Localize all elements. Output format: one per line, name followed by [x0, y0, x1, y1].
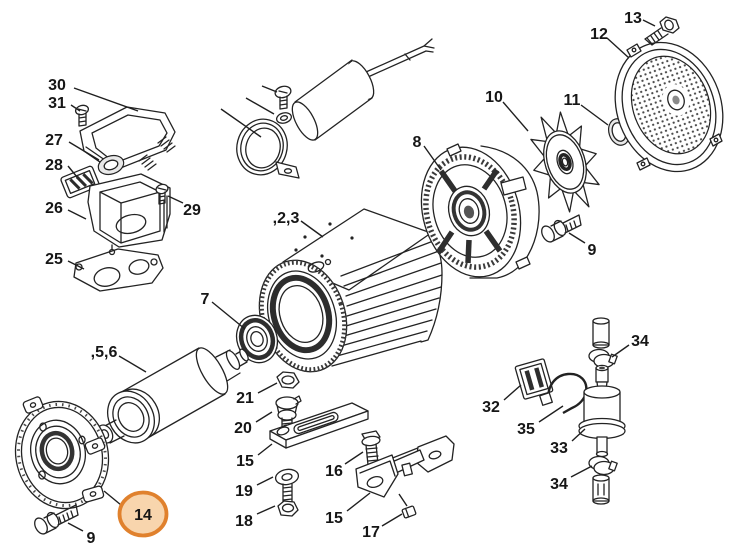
part-fan-wheel: [519, 104, 611, 219]
part-clamp-34-upper: [588, 348, 618, 369]
part-nut-21: [276, 371, 300, 389]
part-clamp-screw: [274, 85, 292, 110]
callout-29[interactable]: 29: [183, 202, 201, 219]
part-buffer-rail-15: [269, 402, 369, 449]
part-filter-33: [578, 364, 626, 458]
callout-10[interactable]: 10: [485, 89, 503, 106]
part-cover-30: [79, 106, 176, 172]
part-bearing-housing: [420, 143, 540, 279]
part-hose-bottom: [592, 474, 610, 505]
part-ring-27: [97, 154, 125, 176]
part-clamp-washer: [275, 112, 293, 124]
callout-27[interactable]: 27: [45, 132, 63, 149]
callout-7[interactable]: 7: [201, 291, 210, 308]
callout-11[interactable]: 11: [564, 92, 581, 109]
unlabeled-leader-lines: [220, 85, 278, 138]
callout-5-6[interactable]: ,5,6: [91, 344, 118, 361]
callout-25[interactable]: 25: [45, 251, 63, 268]
part-capacitor: [291, 38, 435, 141]
part-nut-18: [277, 500, 299, 517]
callout-9-right[interactable]: 9: [588, 242, 597, 259]
callout-16[interactable]: 16: [325, 463, 343, 480]
callout-33[interactable]: 33: [550, 440, 568, 457]
part-screw-9-bottom: [34, 504, 79, 535]
callout-30[interactable]: 30: [48, 77, 66, 94]
callout-31[interactable]: 31: [48, 95, 66, 112]
callout-32[interactable]: 32: [482, 399, 500, 416]
part-washer-screw-19: [274, 468, 300, 504]
callout-12[interactable]: 12: [590, 26, 608, 43]
part-rotor: [96, 347, 249, 444]
callout-19[interactable]: 19: [235, 483, 253, 500]
leader-lines: [67, 19, 656, 532]
part-housing-box-26: [87, 173, 171, 248]
part-bearing-flange: [14, 396, 110, 510]
callout-21[interactable]: 21: [236, 390, 254, 407]
part-fan-cover: [614, 41, 724, 173]
callout-35[interactable]: 35: [517, 421, 535, 438]
callout-34-lower[interactable]: 34: [550, 476, 568, 493]
part-cable-clamp: [236, 118, 300, 179]
part-cable-tie-mount-32: [514, 358, 554, 400]
callout-15-upper[interactable]: 15: [236, 453, 254, 470]
callout-2-3[interactable]: ,2,3: [273, 210, 300, 227]
callout-8[interactable]: 8: [413, 134, 422, 151]
part-nut-17: [401, 505, 417, 519]
part-screw-9-right: [541, 214, 582, 243]
part-screw-29: [155, 183, 169, 205]
callout-34-upper[interactable]: 34: [631, 333, 649, 350]
callout-18[interactable]: 18: [235, 513, 253, 530]
part-hose-top: [592, 317, 610, 349]
part-screw-13: [644, 16, 680, 46]
callout-9-bottom[interactable]: 9: [87, 530, 96, 547]
callout-15-lower[interactable]: 15: [325, 510, 343, 527]
part-bearing-7: [235, 314, 279, 364]
part-clamp-34-lower: [588, 455, 618, 476]
highlight-ring[interactable]: [117, 490, 169, 538]
part-screw-31: [74, 104, 90, 127]
selected-part-marker[interactable]: 14: [117, 490, 169, 538]
callout-14[interactable]: 14: [134, 507, 152, 524]
callout-26[interactable]: 26: [45, 200, 63, 217]
part-gasket-plate-25: [73, 244, 164, 292]
part-stator-housing: [258, 208, 443, 373]
callout-13[interactable]: 13: [624, 10, 642, 27]
callout-28[interactable]: 28: [45, 157, 63, 174]
callout-20[interactable]: 20: [234, 420, 252, 437]
part-bracket-15: [355, 435, 455, 507]
callout-17[interactable]: 17: [362, 524, 380, 541]
part-wire-35: [539, 372, 588, 415]
